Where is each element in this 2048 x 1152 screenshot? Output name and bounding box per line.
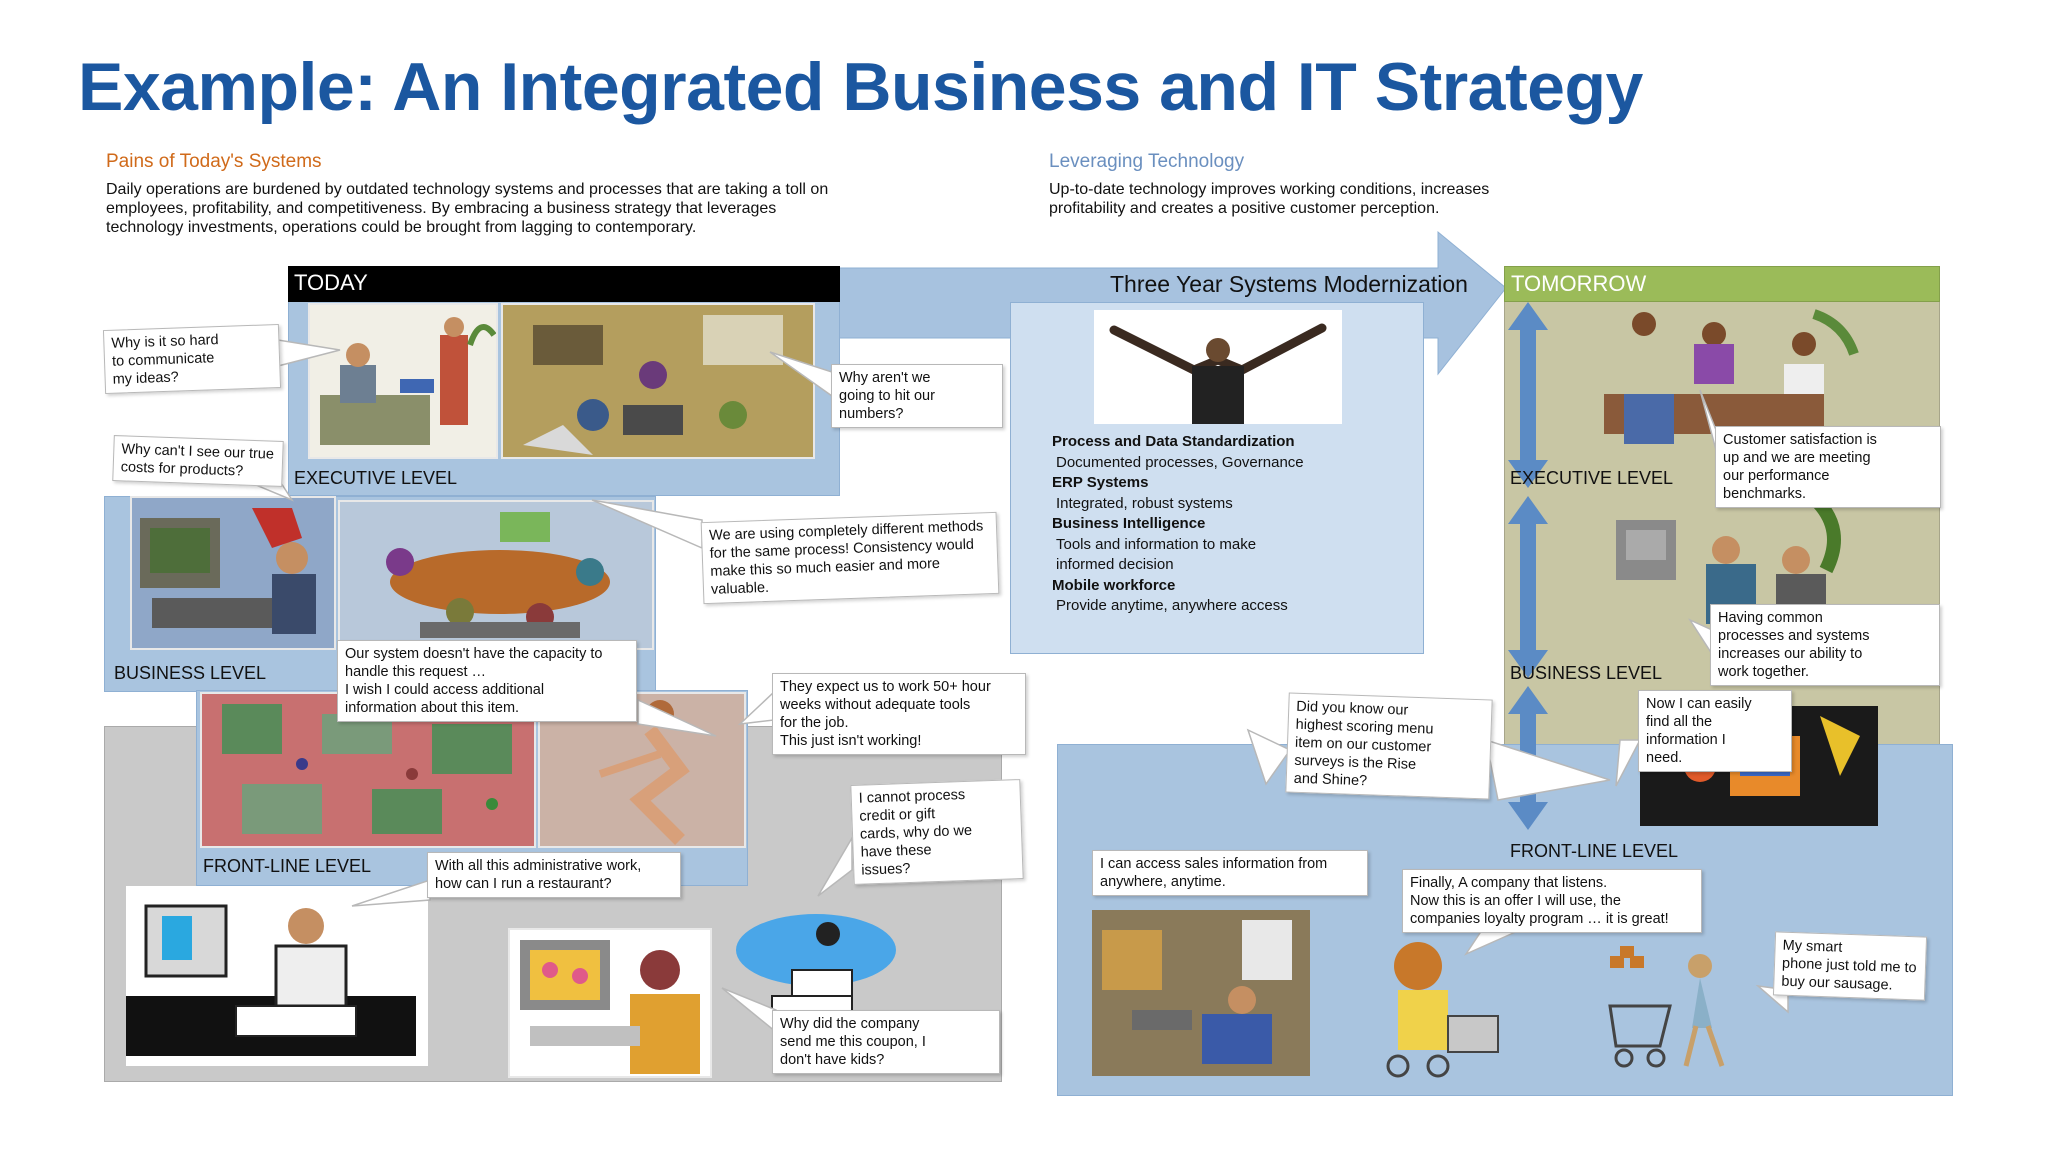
callout-menu-item: Did you know our highest scoring menu it… (1285, 692, 1493, 800)
tomorrow-business-label: BUSINESS LEVEL (1510, 663, 1663, 683)
callout-sales-info: I can access sales information from anyw… (1092, 850, 1368, 896)
celebrating-man-clipart (1094, 310, 1342, 424)
mobile-worker-clipart (1092, 910, 1310, 1076)
today-executive-label: EXECUTIVE LEVEL (294, 468, 458, 488)
mod-item-1-title: ERP Systems (1052, 474, 1149, 491)
callout-smart-phone: My smart phone just told me to buy our s… (1772, 931, 1928, 1001)
callout-hit-numbers: Why aren't we going to hit our numbers? (831, 364, 1003, 428)
tomorrow-frontline-label: FRONT-LINE LEVEL (1510, 841, 1679, 861)
callout-communicate: Why is it so hard to communicate my idea… (102, 323, 282, 395)
customer-laptop-clipart (1368, 936, 1508, 1082)
meeting-table-clipart (338, 500, 654, 650)
callout-process-credit: I cannot process credit or gift cards, w… (850, 779, 1024, 885)
mod-item-1-desc: Integrated, robust systems (1056, 494, 1233, 512)
callout-methods: We are using completely different method… (700, 511, 1000, 605)
callout-admin-work: With all this administrative work, how c… (427, 852, 681, 898)
callout-satisfaction: Customer satisfaction is up and we are m… (1715, 426, 1941, 508)
callout-listens: Finally, A company that listens. Now thi… (1402, 869, 1702, 933)
tomorrow-executive-label: EXECUTIVE LEVEL (1510, 468, 1674, 488)
page-title: Example: An Integrated Business and IT S… (78, 49, 1643, 125)
leveraging-body: Up-to-date technology improves working c… (1049, 181, 1490, 217)
stressed-manager-clipart (126, 886, 428, 1066)
today-header: TODAY (288, 266, 840, 302)
leveraging-heading: Leveraging Technology (1049, 151, 1245, 172)
tomorrow-header: TOMORROW (1504, 266, 1940, 302)
mod-item-0-title: Process and Data Standardization (1052, 433, 1295, 450)
today-frontline-label: FRONT-LINE LEVEL (203, 856, 372, 876)
modernization-list: Process and Data Standardization Documen… (1052, 432, 1412, 617)
mod-item-0-desc: Documented processes, Governance (1056, 453, 1304, 471)
callout-common: Having common processes and systems incr… (1710, 604, 1940, 686)
chaotic-office-clipart (501, 303, 815, 459)
callout-capacity: Our system doesn't have the capacity to … (337, 640, 637, 722)
mod-item-2-desc: Tools and information to make informed d… (1056, 535, 1257, 574)
business-computer-clipart (130, 496, 336, 650)
mod-item-3-title: Mobile workforce (1052, 576, 1176, 594)
modernization-label: Three Year Systems Modernization (1110, 271, 1468, 297)
woman-phone-clipart (508, 928, 712, 1078)
pains-body: Daily operations are burdened by outdate… (106, 181, 829, 236)
mod-item-3-desc: Provide anytime, anywhere access (1056, 597, 1288, 614)
today-business-label: BUSINESS LEVEL (114, 663, 267, 683)
pains-heading: Pains of Today's Systems (106, 151, 322, 172)
callout-hours: They expect us to work 50+ hour weeks wi… (772, 673, 1026, 755)
shopper-cart-clipart (1600, 946, 1740, 1082)
mod-item-2-title: Business Intelligence (1052, 515, 1206, 532)
callout-find-info: Now I can easily find all the informatio… (1638, 690, 1792, 772)
callout-coupon: Why did the company send me this coupon,… (772, 1010, 1000, 1074)
callout-true-costs: Why can't I see our true costs for produ… (112, 435, 284, 487)
executive-desk-clipart (308, 303, 498, 459)
